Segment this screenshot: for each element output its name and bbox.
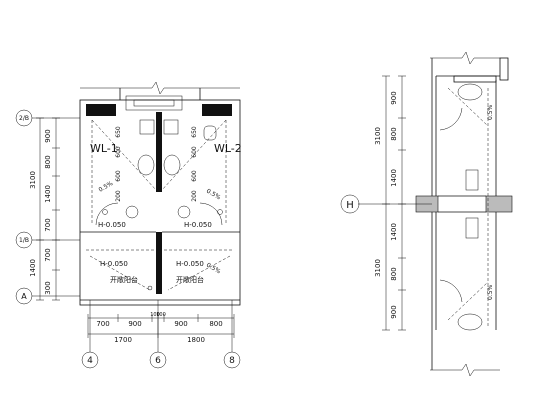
grid-row-label: A — [21, 292, 27, 301]
center-wall-lower — [156, 232, 162, 294]
grid-row-label: H — [346, 200, 354, 211]
dim-text: 1400 — [390, 223, 398, 241]
door-swing — [95, 202, 119, 226]
grid-col-label: 6 — [155, 356, 161, 366]
door-swing — [439, 107, 463, 131]
dim-text: 700 — [44, 248, 52, 261]
dim-text: 900 — [390, 305, 398, 318]
dim-text: 900 — [128, 320, 141, 328]
grid-bubble — [340, 194, 360, 214]
dim-text: 1400 — [390, 169, 398, 187]
grid-bubble — [15, 231, 33, 249]
dim-text: 900 — [390, 91, 398, 104]
grid-col-label: 4 — [87, 356, 93, 366]
inner-dim: 600 — [115, 170, 122, 182]
door-swing — [199, 202, 223, 226]
dim-total: 3100 — [29, 171, 37, 189]
level-text: H-0.050 — [184, 221, 212, 229]
balcony-label: 开敞阳台 — [176, 275, 204, 284]
dim-text: 900 — [174, 320, 187, 328]
center-wall-upper — [156, 112, 162, 192]
level-text: H-0.050 — [176, 260, 204, 268]
dim-text: 700 — [44, 218, 52, 231]
left-plan: 900 800 1400 700 700 300 3100 1400 2/B 1… — [15, 81, 242, 369]
dim-text: 800 — [390, 267, 398, 280]
inner-dim: 600 — [115, 146, 122, 158]
hatched-wall — [485, 195, 513, 213]
slope-text: 0.5% — [487, 284, 494, 300]
break-line-top — [430, 51, 500, 65]
grid-row-label: 1/B — [19, 237, 29, 244]
inner-dim: 650 — [191, 126, 198, 138]
dim-text: 300 — [44, 281, 52, 294]
break-line-top — [80, 81, 240, 95]
dim-text: 800 — [390, 127, 398, 140]
inner-dim: 600 — [191, 170, 198, 182]
right-plan: 900 800 1400 1400 800 900 3100 3100 H 0.… — [340, 51, 513, 377]
slope-line — [447, 281, 489, 321]
wall-block-right — [202, 104, 232, 116]
inner-dim: 650 — [115, 126, 122, 138]
dim-text: 1400 — [44, 185, 52, 203]
grid-bubble — [149, 351, 167, 369]
toilet-tank — [203, 125, 217, 141]
floor-drain — [217, 209, 223, 215]
cabinet-left — [139, 119, 155, 135]
break-line-bottom — [430, 363, 500, 377]
wall-stub — [499, 57, 509, 81]
grid-col-label: 8 — [229, 356, 235, 366]
wall-block-left — [86, 104, 116, 116]
dim-text: 700 — [96, 320, 109, 328]
dim-total: 1700 — [114, 336, 132, 344]
pipe-label: WL-1 — [90, 142, 118, 155]
slope-text: 0.5% — [205, 262, 222, 276]
balcony-label: 开敞阳台 — [110, 275, 138, 284]
door-swing — [439, 279, 463, 303]
inner-dim: 200 — [191, 190, 198, 202]
grid-bubble — [81, 351, 99, 369]
level-text: H-0.050 — [98, 221, 126, 229]
dim-total: 1400 — [29, 259, 37, 277]
dim-total: 3100 — [374, 127, 382, 145]
balcony-slope — [89, 255, 151, 291]
dim-text: 800 — [209, 320, 222, 328]
slope-line — [447, 87, 489, 127]
balcony-drain — [147, 285, 153, 291]
ledge — [453, 75, 497, 83]
sink-bottom — [457, 313, 483, 331]
level-text: H-0.050 — [100, 260, 128, 268]
grid-bubble — [15, 109, 33, 127]
dim-text: 800 — [44, 155, 52, 168]
grid-row-label: 2/B — [19, 115, 29, 122]
sink-top — [457, 83, 483, 101]
toilet-upper — [465, 169, 479, 191]
cabinet-right — [163, 119, 179, 135]
floor-drain — [102, 209, 108, 215]
slope-text: 0.5% — [487, 104, 494, 120]
recess-box — [125, 95, 183, 111]
toilet-left — [125, 205, 139, 219]
sink-left — [137, 154, 155, 176]
dim-text: 100 — [156, 312, 166, 318]
dim-text: 100 — [150, 312, 160, 318]
toilet-right — [177, 205, 191, 219]
dim-total: 3100 — [374, 259, 382, 277]
slope-line — [161, 119, 227, 191]
dim-text: 900 — [44, 129, 52, 142]
toilet-lower — [465, 217, 479, 239]
slope-line — [91, 119, 157, 191]
grid-bubble — [223, 351, 241, 369]
inner-dim: 600 — [191, 146, 198, 158]
balcony-slope — [167, 255, 231, 291]
pipe-label: WL-2 — [214, 142, 242, 155]
recess-inner — [133, 99, 175, 107]
inner-dim: 200 — [115, 190, 122, 202]
sink-right — [163, 154, 181, 176]
dim-total: 1800 — [187, 336, 205, 344]
slope-text: 0.5% — [205, 188, 222, 202]
slope-text: 0.5% — [98, 180, 115, 194]
grid-bubble — [15, 287, 33, 305]
